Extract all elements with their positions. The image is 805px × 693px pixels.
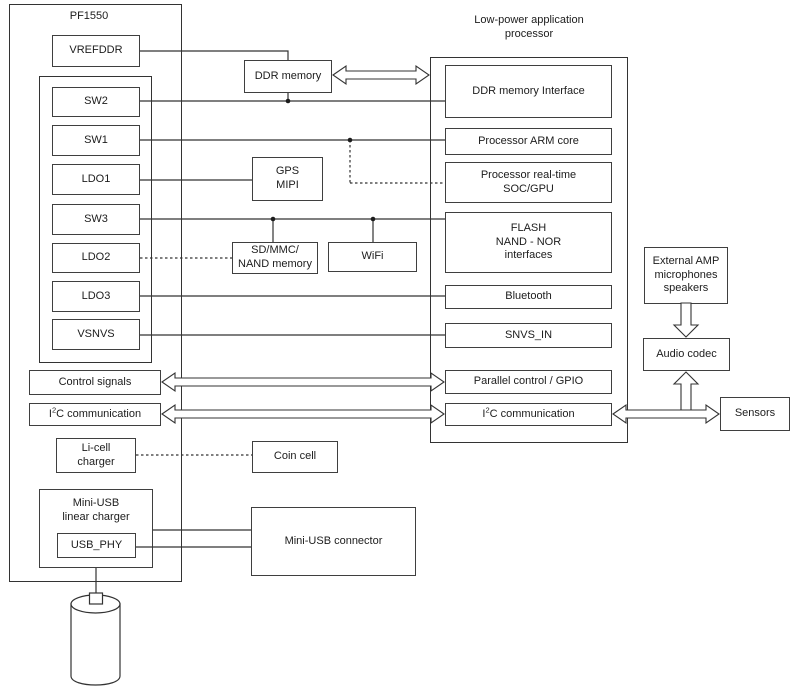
ddr-memory-box: DDR memory	[244, 60, 332, 93]
battery-symbol	[70, 592, 121, 686]
i2c-left-label: I2C communication	[48, 404, 142, 420]
sensors-double-arrow	[612, 403, 720, 425]
parallel-gpio-box: Parallel control / GPIO	[445, 370, 612, 394]
sw1-box: SW1	[52, 125, 140, 156]
wifi-box: WiFi	[328, 242, 417, 272]
i2c-right-label: I2C communication	[482, 404, 575, 420]
vrefddr-box: VREFDDR	[52, 35, 140, 67]
ddr-interface-box: DDR memory Interface	[445, 65, 612, 118]
sw2-box: SW2	[52, 87, 140, 117]
ldo2-box: LDO2	[52, 243, 140, 273]
sensors-box: Sensors	[720, 397, 790, 431]
ldo3-box: LDO3	[52, 281, 140, 312]
external-amp-box: External AMP microphones speakers	[644, 247, 728, 304]
ldo1-box: LDO1	[52, 164, 140, 195]
sd-mmc-nand-box: SD/MMC/ NAND memory	[232, 242, 318, 274]
coin-cell-box: Coin cell	[252, 441, 338, 473]
bluetooth-box: Bluetooth	[445, 285, 612, 309]
mini-usb-connector-box: Mini-USB connector	[251, 507, 416, 576]
audio-codec-up-arrow	[672, 371, 700, 413]
control-signals-double-arrow	[161, 371, 445, 393]
external-amp-down-arrow	[672, 302, 700, 338]
ddr-double-arrow	[332, 64, 430, 86]
i2c-communication-box-left: I2C communication	[29, 403, 161, 426]
sw3-box: SW3	[52, 204, 140, 235]
control-signals-box: Control signals	[29, 370, 161, 395]
i2c-double-arrow	[161, 403, 445, 425]
usb-phy-box: USB_PHY	[57, 533, 136, 558]
li-cell-charger-box: Li-cell charger	[56, 438, 136, 473]
audio-codec-box: Audio codec	[643, 338, 730, 371]
gps-mipi-box: GPS MIPI	[252, 157, 323, 201]
realtime-soc-box: Processor real-time SOC/GPU	[445, 162, 612, 203]
pf1550-title: PF1550	[69, 10, 109, 22]
i2c-communication-box-right: I2C communication	[445, 403, 612, 426]
snvs-in-box: SNVS_IN	[445, 323, 612, 348]
arm-core-box: Processor ARM core	[445, 128, 612, 155]
vsnvs-box: VSNVS	[52, 319, 140, 350]
flash-interfaces-box: FLASH NAND - NOR interfaces	[445, 212, 612, 273]
processor-title: Low-power application processor	[474, 14, 584, 41]
